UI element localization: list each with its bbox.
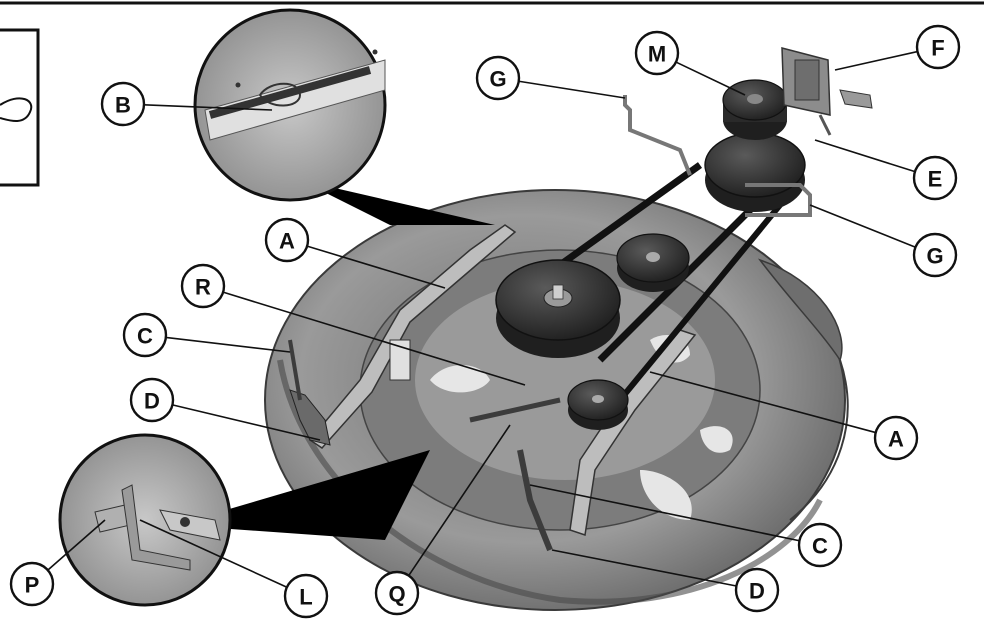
callout-m-leader (675, 61, 746, 96)
callout-c-left-leader (165, 336, 291, 353)
callout-a-left: A (279, 229, 295, 254)
idler-pulley-lower (567, 379, 629, 430)
idler-bracket (781, 47, 873, 136)
belt-guides (623, 95, 812, 217)
callout-a-right-leader (649, 371, 876, 434)
inset-hairpin-detail (193, 8, 495, 225)
callout-q-circle (374, 570, 420, 616)
idler-pulley-middle (616, 233, 690, 292)
callout-g-top-leader (518, 80, 626, 99)
callout-a-right-circle (873, 415, 919, 461)
callout-c-right-leader (529, 484, 800, 542)
callout-a-left-circle (264, 217, 310, 263)
callout-a-left-leader (306, 245, 446, 289)
callout-m-circle (634, 30, 680, 76)
callout-m: M (648, 42, 666, 67)
callout-g-right-circle (912, 232, 958, 278)
callout-r: R (195, 275, 211, 300)
callout-d-bottom-leader (551, 549, 737, 587)
callout-d-left: D (144, 389, 160, 414)
callout-l-circle (283, 573, 329, 619)
callout-g-top-circle (475, 55, 521, 101)
callout-d-bottom-circle (734, 567, 780, 613)
callout-a-right: A (888, 427, 904, 452)
callout-l: L (299, 585, 312, 610)
callout-e-circle (912, 155, 958, 201)
callout-e: E (928, 167, 943, 192)
callout-l-leader (139, 519, 288, 588)
callout-d-left-circle (129, 377, 175, 423)
callout-b-leader (143, 104, 273, 111)
callout-r-circle (180, 263, 226, 309)
callout-c-right: C (812, 534, 828, 559)
lift-arm-right (569, 329, 697, 536)
front-link-rods (288, 339, 561, 552)
callout-c-left: C (137, 324, 153, 349)
callout-b: B (115, 93, 131, 118)
callout-d-left-leader (172, 404, 321, 441)
left-inset-box (0, 28, 40, 187)
callout-r-leader (222, 291, 526, 386)
callout-f: F (931, 36, 944, 61)
callout-g-right: G (926, 244, 943, 269)
callout-p-leader (47, 519, 106, 571)
callout-q: Q (388, 582, 405, 607)
callout-e-leader (814, 139, 916, 173)
callout-leaders (47, 50, 918, 588)
callout-b-circle (100, 81, 146, 127)
callout-f-leader (834, 50, 918, 71)
callout-labels: B G M F E G A R C D A C P L Q D (9, 24, 961, 619)
callout-g-top: G (489, 67, 506, 92)
callout-p-circle (9, 561, 55, 607)
lift-arm-left (289, 224, 517, 449)
callout-g-right-leader (809, 204, 916, 248)
callout-c-left-circle (122, 312, 168, 358)
callout-d-bottom: D (749, 579, 765, 604)
callout-f-circle (915, 24, 961, 70)
callout-c-right-circle (797, 522, 843, 568)
callout-q-leader (408, 424, 511, 577)
callout-p: P (25, 573, 40, 598)
center-spindle-pulley (495, 259, 621, 358)
